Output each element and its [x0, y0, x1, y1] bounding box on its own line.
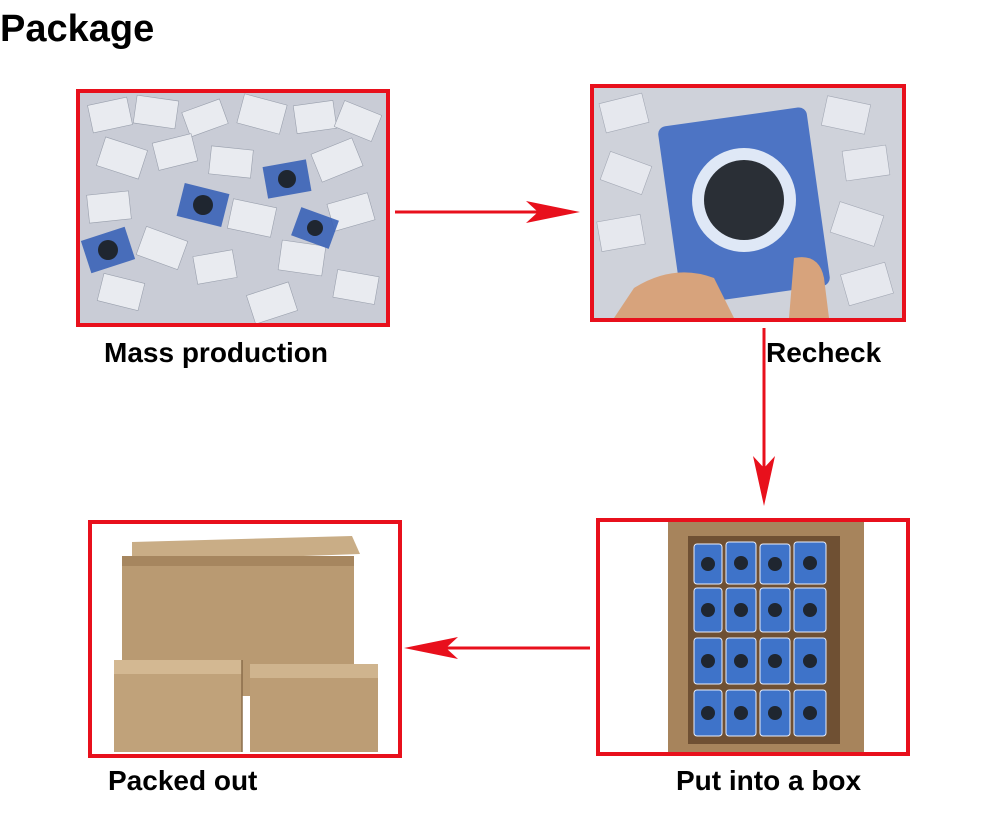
hand-holding-tag-photo	[594, 88, 902, 318]
put-into-box-frame	[596, 518, 910, 756]
recheck-frame	[590, 84, 906, 322]
packed-out-label: Packed out	[108, 765, 258, 796]
packed-out-frame	[88, 520, 402, 758]
tags-in-box-photo	[600, 522, 906, 752]
arrow-left	[404, 637, 590, 659]
cardboard-boxes-photo	[92, 524, 398, 754]
arrow-right	[395, 201, 580, 223]
tags-pile-photo	[80, 93, 386, 323]
put-into-box-label: Put into a box	[676, 765, 862, 796]
page-title: Package	[0, 8, 155, 50]
recheck-label: Recheck	[766, 337, 882, 368]
mass-production-label: Mass production	[104, 337, 329, 368]
arrow-down	[753, 328, 775, 506]
mass-production-frame	[76, 89, 390, 327]
